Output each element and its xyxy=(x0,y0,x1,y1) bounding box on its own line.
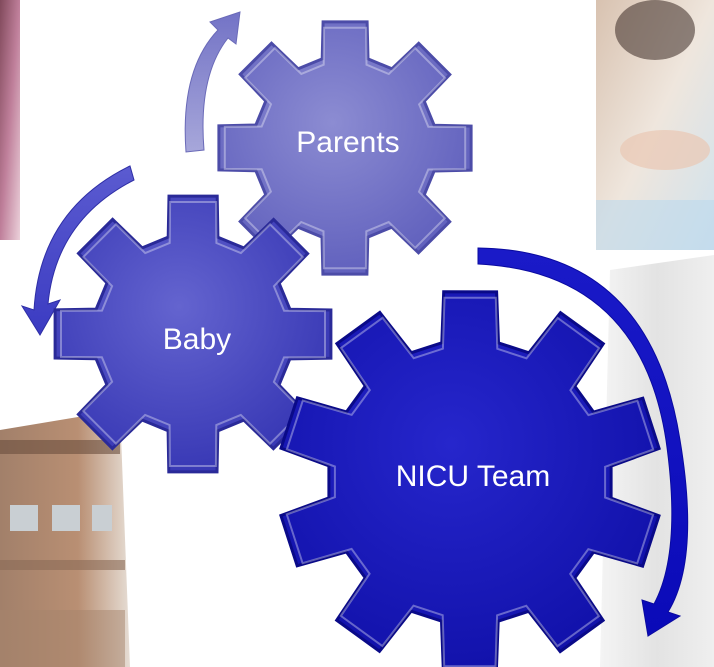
arrows xyxy=(20,11,689,637)
arrow-top xyxy=(184,11,241,153)
gear-label-parents: Parents xyxy=(296,126,399,159)
gear-nicu-body xyxy=(279,290,661,667)
photo-top-right xyxy=(596,0,714,250)
gear-baby xyxy=(53,194,333,474)
gear-parents-body xyxy=(217,20,473,276)
gear-label-nicu: NICU Team xyxy=(396,460,550,493)
gear-nicu xyxy=(279,290,661,667)
gear-parents xyxy=(217,20,473,276)
gear-baby-body xyxy=(53,194,333,474)
photo-top-left xyxy=(0,0,20,240)
gear-baby-highlight xyxy=(60,201,326,467)
gear-nicu-highlight xyxy=(285,296,655,667)
arrow-left xyxy=(20,165,135,336)
gear-parents-highlight xyxy=(223,26,467,270)
photo-building-bottom-left xyxy=(0,410,130,667)
photo-panel-right xyxy=(600,255,714,667)
gear-label-baby: Baby xyxy=(163,323,231,356)
arrow-right xyxy=(477,247,689,637)
